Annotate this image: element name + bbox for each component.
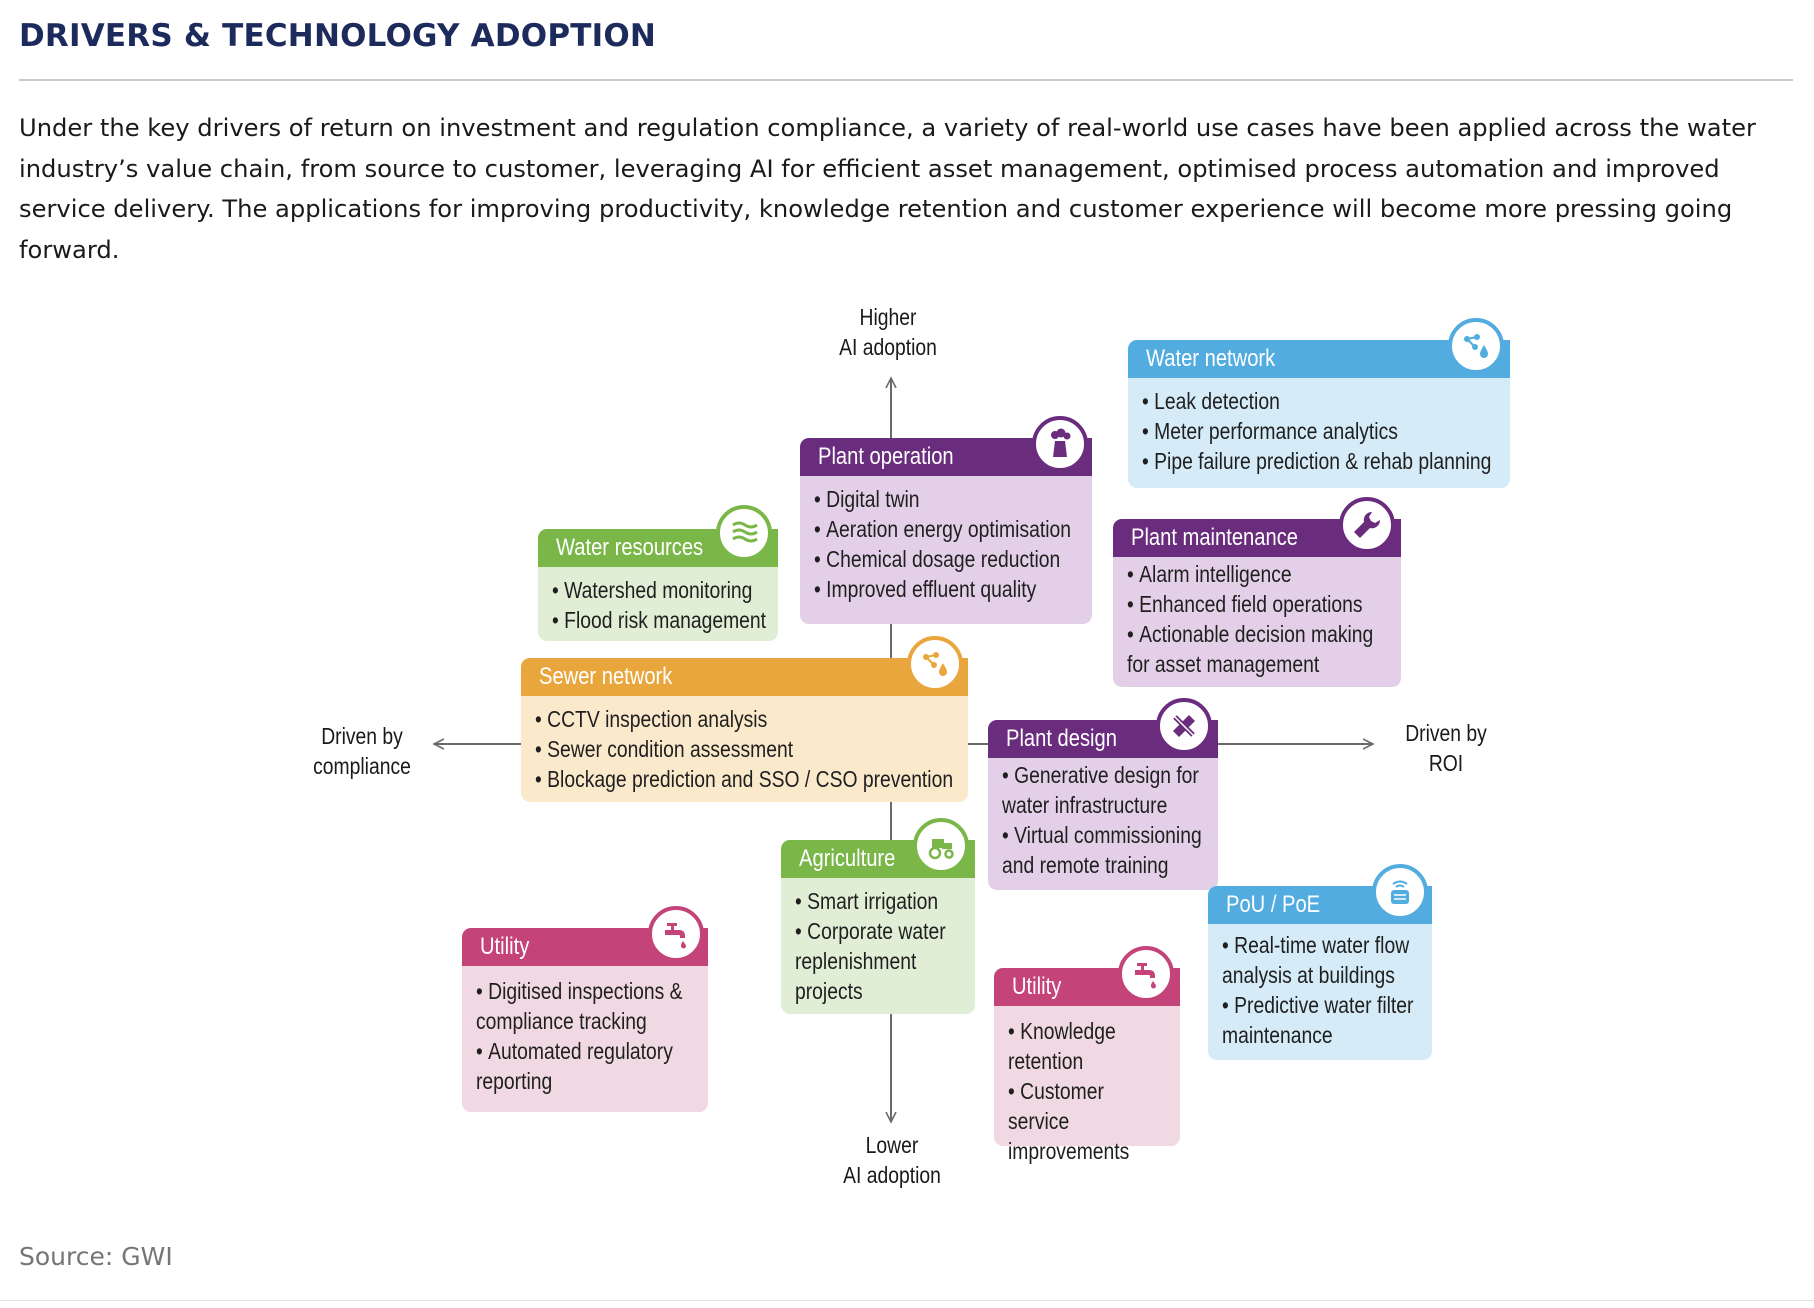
card-header: Water network — [1128, 340, 1510, 378]
tractor-icon — [913, 818, 969, 874]
list-item: Pipe failure prediction & rehab planning — [1142, 446, 1500, 476]
list-item: Automated regulatory reporting — [476, 1036, 698, 1096]
card-utility-right: Utility Knowledge retention Customer ser… — [994, 946, 1180, 1164]
list-item: Chemical dosage reduction — [814, 544, 1082, 574]
card-list: Watershed monitoring Flood risk manageme… — [538, 567, 778, 641]
card-list: CCTV inspection analysis Sewer condition… — [521, 696, 968, 800]
list-item: Flood risk management — [552, 605, 768, 635]
list-item: Knowledge retention — [1008, 1016, 1170, 1076]
card-list: Alarm intelligence Enhanced field operat… — [1113, 557, 1401, 685]
page-title: DRIVERS & TECHNOLOGY ADOPTION — [19, 18, 657, 54]
water-filter-icon — [1372, 864, 1428, 920]
network-drop-icon — [1448, 318, 1504, 374]
card-sewer-network: Sewer network CCTV inspection analysis S… — [521, 636, 968, 802]
list-item: Virtual commissioning and remote trainin… — [1002, 820, 1208, 880]
list-item: Predictive water filter maintenance — [1222, 990, 1422, 1050]
card-list: Knowledge retention Customer service imp… — [994, 1006, 1180, 1172]
list-item: Actionable decision making for asset man… — [1127, 619, 1391, 679]
card-plant-design: Plant design Generative design for water… — [988, 698, 1218, 890]
list-item: Corporate water replenishment projects — [795, 916, 965, 1006]
factory-icon — [1032, 416, 1088, 472]
river-icon — [716, 505, 772, 561]
list-item: Blockage prediction and SSO / CSO preven… — [535, 764, 958, 794]
list-item: Meter performance analytics — [1142, 416, 1500, 446]
list-item: Digitised inspections & compliance track… — [476, 976, 698, 1036]
list-item: Leak detection — [1142, 386, 1500, 416]
card-agriculture: Agriculture Smart irrigation Corporate w… — [781, 818, 975, 1014]
card-list: Smart irrigation Corporate water repleni… — [781, 878, 975, 1012]
wrench-icon — [1339, 497, 1395, 553]
list-item: Smart irrigation — [795, 886, 965, 916]
card-water-network: Water network Leak detection Meter perfo… — [1128, 318, 1510, 488]
list-item: Improved effluent quality — [814, 574, 1082, 604]
list-item: Watershed monitoring — [552, 575, 768, 605]
card-list: Generative design for water infrastructu… — [988, 758, 1218, 886]
tap-icon — [1118, 946, 1174, 1002]
card-plant-operation: Plant operation Digital twin Aeration en… — [800, 416, 1092, 624]
card-list: Digital twin Aeration energy optimisatio… — [800, 476, 1092, 610]
list-item: Generative design for water infrastructu… — [1002, 760, 1208, 820]
network-drop-icon — [907, 636, 963, 692]
card-list: Leak detection Meter performance analyti… — [1128, 378, 1510, 482]
intro-paragraph: Under the key drivers of return on inves… — [19, 114, 1756, 264]
bottom-divider — [0, 1300, 1814, 1301]
card-water-resources: Water resources Watershed monitoring Flo… — [538, 505, 778, 641]
pencil-ruler-icon — [1156, 698, 1212, 754]
title-divider — [19, 79, 1793, 81]
list-item: Real-time water flow analysis at buildin… — [1222, 930, 1422, 990]
list-item: Digital twin — [814, 484, 1082, 514]
card-list: Digitised inspections & compliance track… — [462, 966, 708, 1102]
list-item: Aeration energy optimisation — [814, 514, 1082, 544]
card-pou-poe: PoU / PoE Real-time water flow analysis … — [1208, 864, 1432, 1060]
list-item: Enhanced field operations — [1127, 589, 1391, 619]
card-list: Real-time water flow analysis at buildin… — [1208, 924, 1432, 1056]
list-item: Customer service improvements — [1008, 1076, 1170, 1166]
card-plant-maintenance: Plant maintenance Alarm intelligence Enh… — [1113, 497, 1401, 687]
card-utility-left: Utility Digitised inspections & complian… — [462, 906, 708, 1112]
card-header: Sewer network — [521, 658, 968, 696]
source-note: Source: GWI — [19, 1242, 173, 1271]
list-item: Alarm intelligence — [1127, 559, 1391, 589]
tap-icon — [648, 906, 704, 962]
list-item: Sewer condition assessment — [535, 734, 958, 764]
list-item: CCTV inspection analysis — [535, 704, 958, 734]
